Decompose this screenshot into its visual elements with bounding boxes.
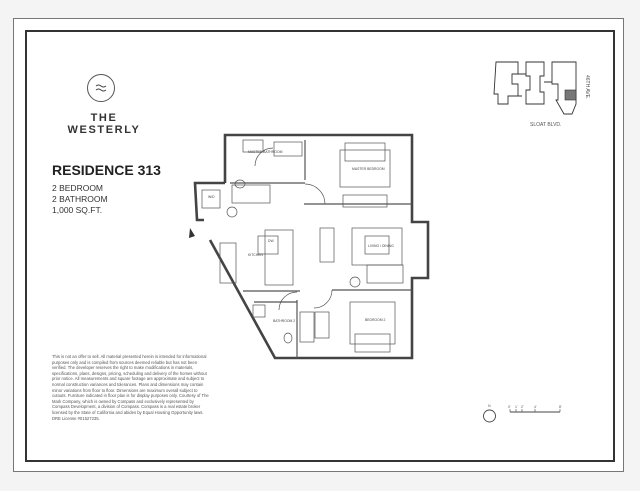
- key-plan: [488, 57, 588, 122]
- entry-arrow-icon: [189, 228, 195, 238]
- room-label-kitchen: KITCHEN: [248, 253, 263, 257]
- street-label-46th: 46TH AVE.: [584, 75, 590, 100]
- room-label-dw: DW: [268, 239, 274, 243]
- document-page: [13, 18, 624, 472]
- room-label-master-bathroom: MASTER BATHROOM: [248, 150, 283, 154]
- street-label-sloat: SLOAT BLVD.: [530, 122, 562, 128]
- residence-title: RESIDENCE 313: [52, 162, 161, 178]
- room-label-bathroom-2: BATHROOM 2: [273, 319, 295, 323]
- scale-tick: 0': [508, 405, 511, 409]
- room-label-living-dining: LIVING / DINING: [368, 244, 394, 248]
- north-label: N: [488, 404, 491, 408]
- page-frame: [25, 30, 615, 462]
- room-label-bedroom-2: BEDROOM 2: [365, 318, 385, 322]
- room-label-wd: W/D: [208, 195, 215, 199]
- scale-bar: 0' 1' 2' 4' 8': [508, 403, 568, 422]
- bedroom-count: 2 BEDROOM: [52, 183, 104, 193]
- disclaimer: This is not an offer to sell. All materi…: [52, 354, 209, 421]
- brand-name: THE WESTERLY: [67, 112, 141, 136]
- scale-tick: 2': [521, 405, 524, 409]
- north-arrow: N: [480, 402, 500, 431]
- scale-tick: 8': [559, 405, 562, 409]
- scale-tick: 4': [534, 405, 537, 409]
- bathroom-count: 2 BATHROOM: [52, 194, 108, 204]
- room-label-master-bedroom: MASTER BEDROOM: [352, 167, 385, 171]
- compass-icon: [483, 409, 496, 423]
- waves-icon: [87, 74, 115, 102]
- entry-wall: [193, 181, 225, 222]
- square-footage: 1,000 SQ.FT.: [52, 205, 103, 215]
- scale-tick: 1': [515, 405, 518, 409]
- floor-plan: MASTER BATHROOM MASTER BEDROOM W/D KITCH…: [185, 128, 435, 368]
- exterior-wall: [208, 133, 430, 360]
